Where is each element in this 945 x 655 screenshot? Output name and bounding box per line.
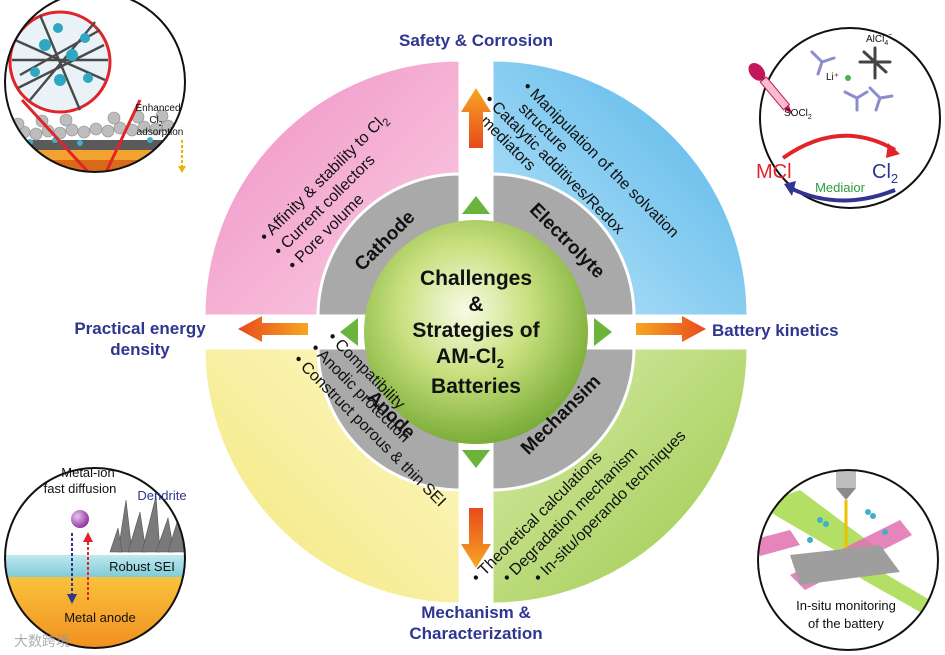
label-energy-line1: Practical energy xyxy=(74,319,206,338)
inset-anode-sei: Metal-ion fast diffusion Dendrite Robust… xyxy=(4,465,187,649)
tr-alcl4: AlCl4− xyxy=(866,32,892,47)
label-mechanism-line2: Characterization xyxy=(409,624,543,644)
triangle-down xyxy=(462,450,490,468)
br-label-2: of the battery xyxy=(808,616,884,631)
bl-dendrite: Dendrite xyxy=(137,488,186,503)
tr-cl2: Cl2 xyxy=(872,161,898,186)
label-safety-corrosion: Safety & Corrosion xyxy=(399,31,553,50)
tr-mcl: MCl xyxy=(756,161,792,183)
arrow-up xyxy=(461,88,491,148)
arrow-left xyxy=(238,316,308,342)
tr-mediator: Mediaior xyxy=(815,180,866,195)
center-sphere xyxy=(364,220,588,444)
center-line3: Strategies of xyxy=(412,319,540,342)
inset-insitu-monitoring: In-situ monitoring of the battery xyxy=(757,469,939,651)
arrow-right xyxy=(636,316,706,342)
watermark: 大数跨境 xyxy=(14,633,70,649)
inset-cathode-structure: Enhanced Cl2 adsorption xyxy=(4,0,186,173)
tr-li: Li⁺ xyxy=(826,72,839,83)
triangle-up xyxy=(462,196,490,214)
tr-socl2: SOCl2 xyxy=(784,108,812,121)
tl-label-1: Enhanced xyxy=(135,103,180,114)
bl-anode: Metal anode xyxy=(64,610,136,625)
center-line5: Batteries xyxy=(431,375,521,398)
center-line4: AM-Cl2 xyxy=(436,345,504,371)
triangle-right xyxy=(594,318,612,346)
arrow-down xyxy=(461,508,491,568)
inset-mediator-cycle: AlCl4− Li⁺ SOCl2 MCl Cl2 Mediaior xyxy=(748,27,941,209)
bl-metal-ion-2: fast diffusion xyxy=(44,481,117,496)
bl-metal-ion-1: Metal-ion xyxy=(61,465,114,480)
tl-label-2: Cl2 xyxy=(149,115,162,128)
center-line1: Challenges xyxy=(420,267,532,290)
br-label-1: In-situ monitoring xyxy=(796,598,896,613)
label-battery-kinetics: Battery kinetics xyxy=(712,321,839,340)
bl-sei: Robust SEI xyxy=(109,559,175,574)
tl-label-3: adsorption xyxy=(137,127,184,138)
label-mechanism-characterization: Mechanism & Characterization xyxy=(356,602,596,645)
label-mechanism-line1: Mechanism & xyxy=(421,603,531,622)
triangle-left xyxy=(340,318,358,346)
label-practical-energy-density: Practical energy density xyxy=(40,318,240,361)
label-energy-line2: density xyxy=(110,340,170,360)
center-line2: & xyxy=(468,293,483,316)
